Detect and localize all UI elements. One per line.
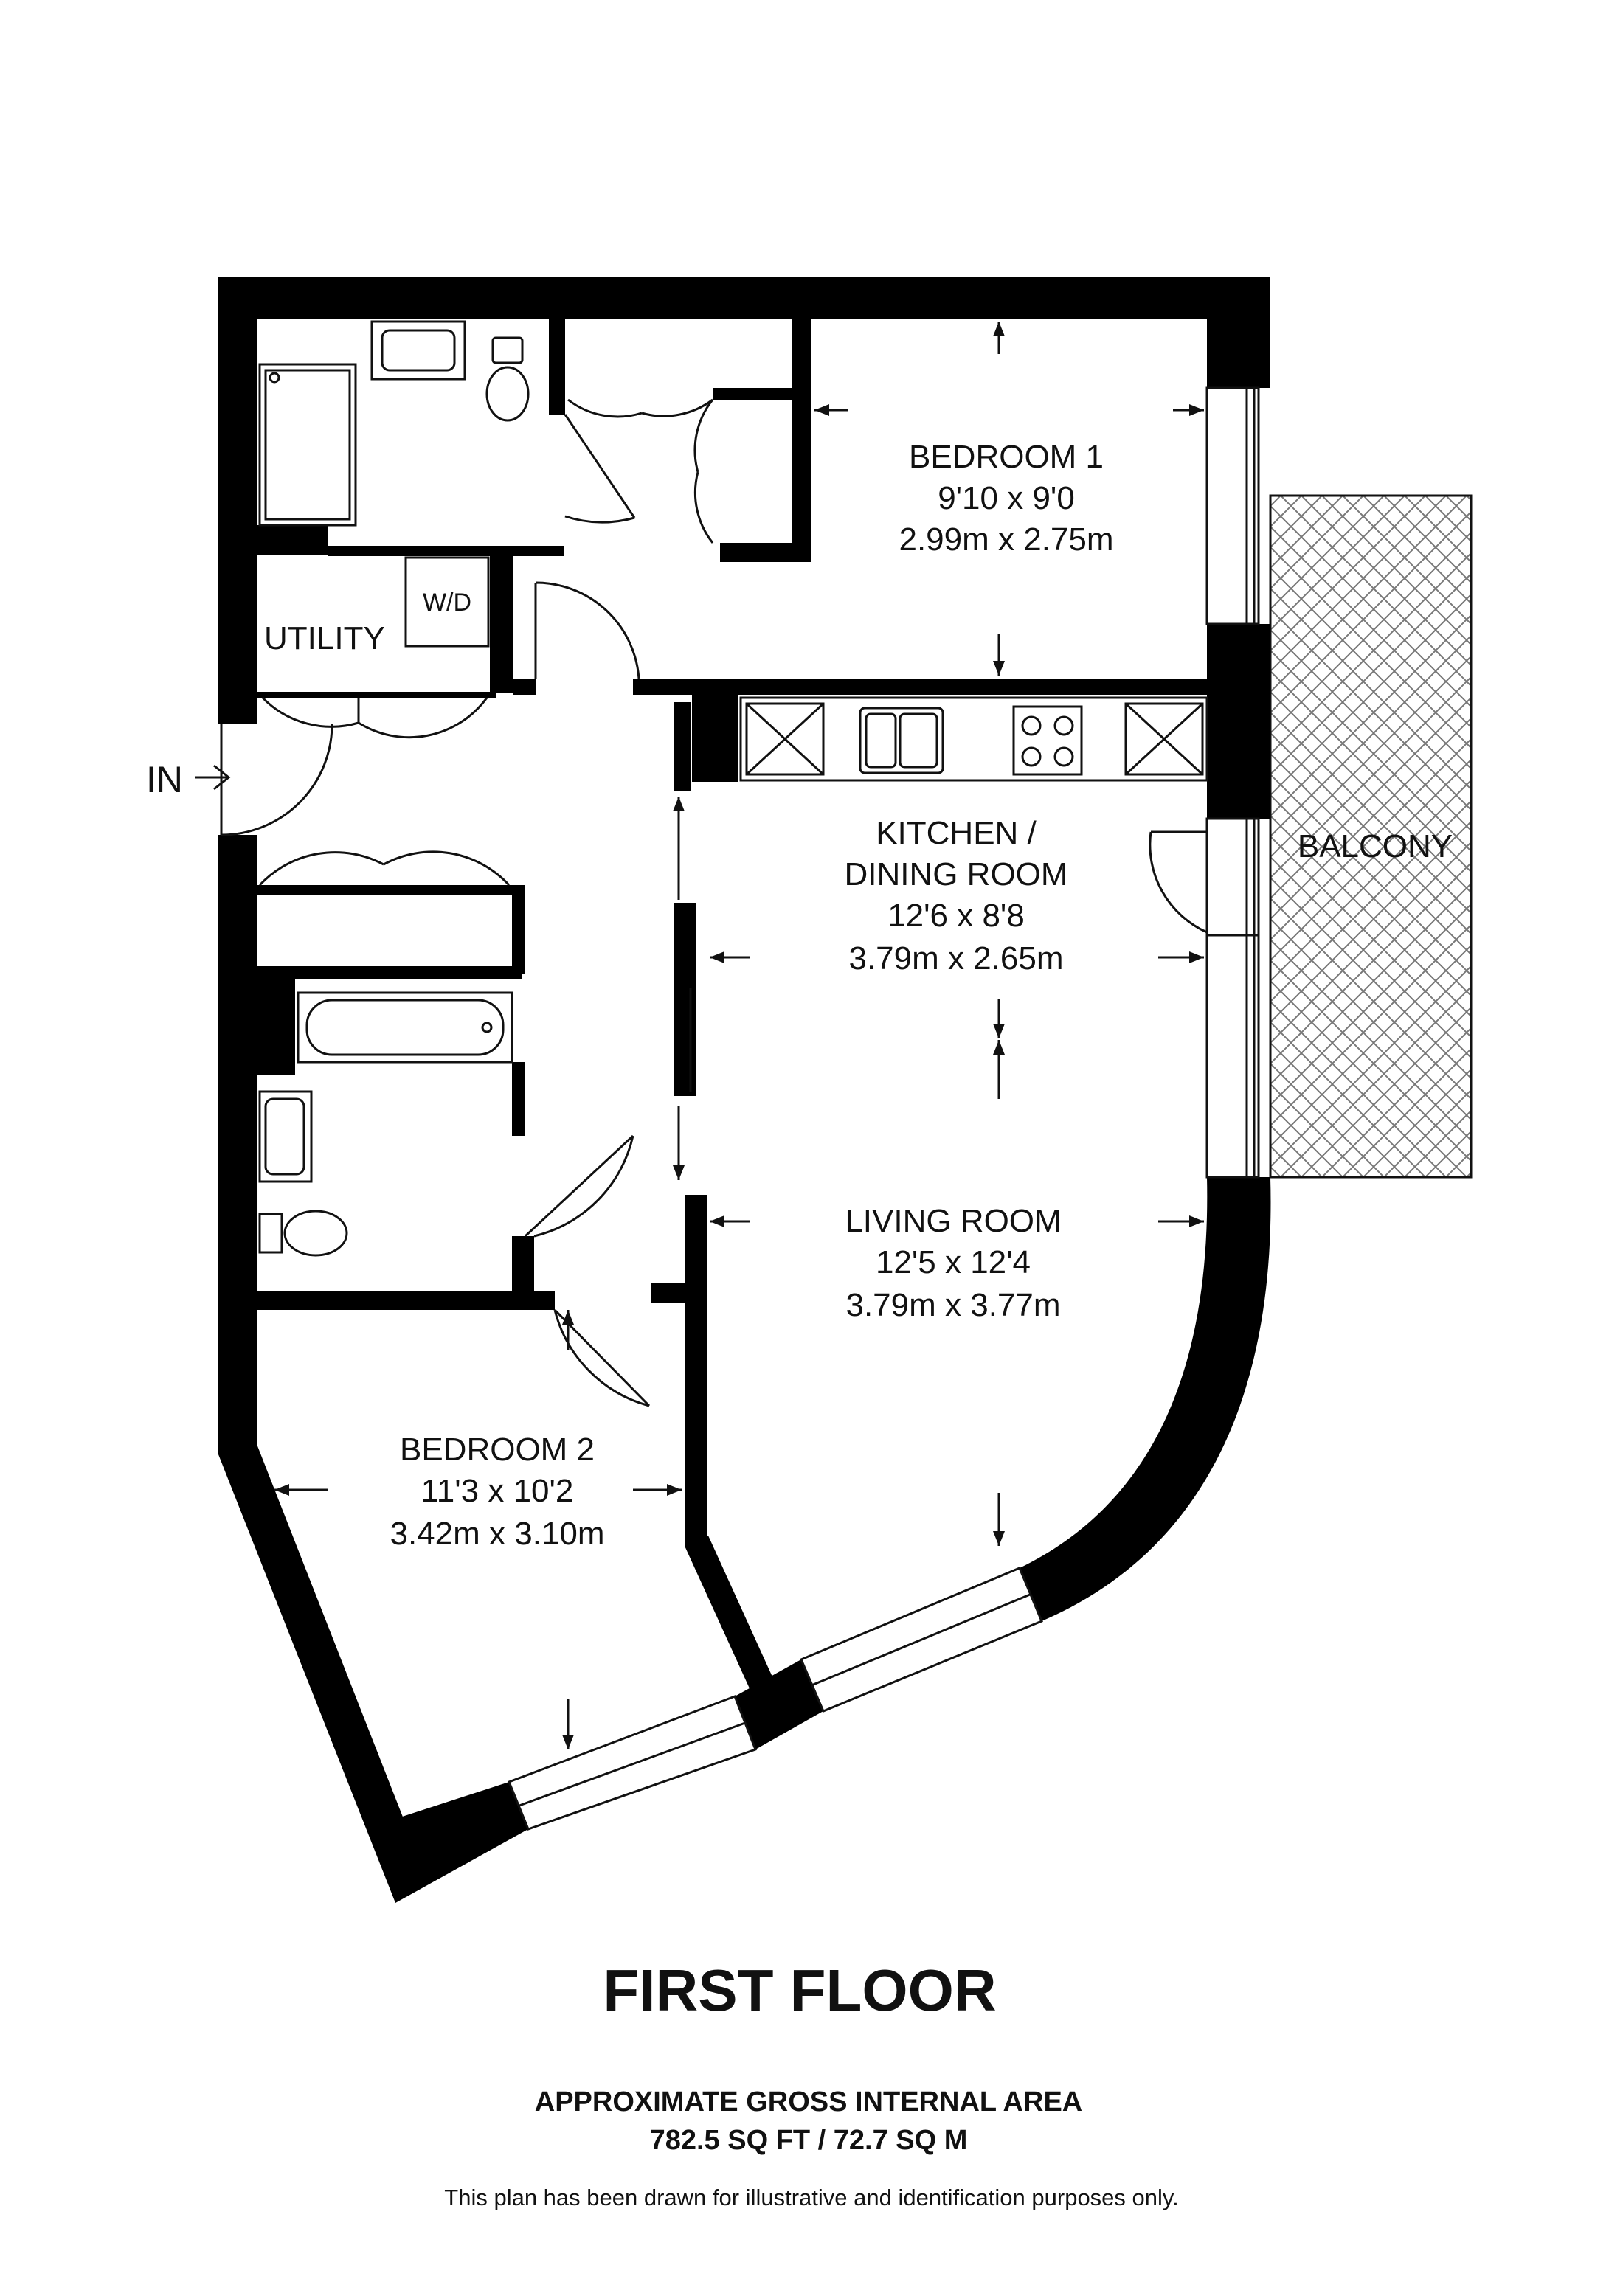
- area-value: 782.5 SQ FT / 72.7 SQ M: [650, 2125, 968, 2156]
- bedroom2-metric: 3.42m x 3.10m: [390, 1516, 604, 1552]
- bedroom1-metric: 2.99m x 2.75m: [899, 521, 1113, 558]
- living-imperial: 12'5 x 12'4: [876, 1244, 1031, 1280]
- entrance-arrow-icon: [195, 764, 231, 791]
- fixtures: W/D: [258, 320, 1208, 1257]
- entrance-label: IN: [146, 759, 183, 800]
- room-living: LIVING ROOM 12'5 x 12'4 3.79m x 3.77m: [845, 1203, 1061, 1323]
- disclaimer: This plan has been drawn for illustrativ…: [444, 2185, 1178, 2210]
- doors: [220, 398, 1208, 1407]
- room-kitchen: KITCHEN / DINING ROOM 12'6 x 8'8 3.79m x…: [844, 815, 1067, 977]
- kitchen-name-line2: DINING ROOM: [844, 856, 1067, 892]
- balcony-label: BALCONY: [1298, 828, 1453, 864]
- bedroom2-imperial: 11'3 x 10'2: [421, 1473, 574, 1509]
- room-bedroom2: BEDROOM 2 11'3 x 10'2 3.42m x 3.10m: [390, 1432, 604, 1552]
- bedroom1-name: BEDROOM 1: [909, 439, 1104, 475]
- bedroom1-imperial: 9'10 x 9'0: [938, 480, 1075, 516]
- kitchen-name-line1: KITCHEN /: [876, 815, 1037, 851]
- utility-label: UTILITY: [264, 620, 385, 656]
- balcony: [1269, 494, 1473, 1179]
- area-heading: APPROXIMATE GROSS INTERNAL AREA: [535, 2087, 1082, 2118]
- room-bedroom1: BEDROOM 1 9'10 x 9'0 2.99m x 2.75m: [899, 439, 1113, 558]
- floor-title: FIRST FLOOR: [603, 1957, 996, 2023]
- windows: [508, 386, 1260, 1831]
- bedroom2-name: BEDROOM 2: [400, 1432, 595, 1468]
- dimension-arrows: [274, 322, 1204, 1749]
- living-name: LIVING ROOM: [845, 1203, 1061, 1239]
- kitchen-imperial: 12'6 x 8'8: [887, 898, 1025, 934]
- kitchen-metric: 3.79m x 2.65m: [848, 940, 1063, 977]
- living-metric: 3.79m x 3.77m: [845, 1287, 1060, 1323]
- washer-dryer-label: W/D: [423, 589, 471, 617]
